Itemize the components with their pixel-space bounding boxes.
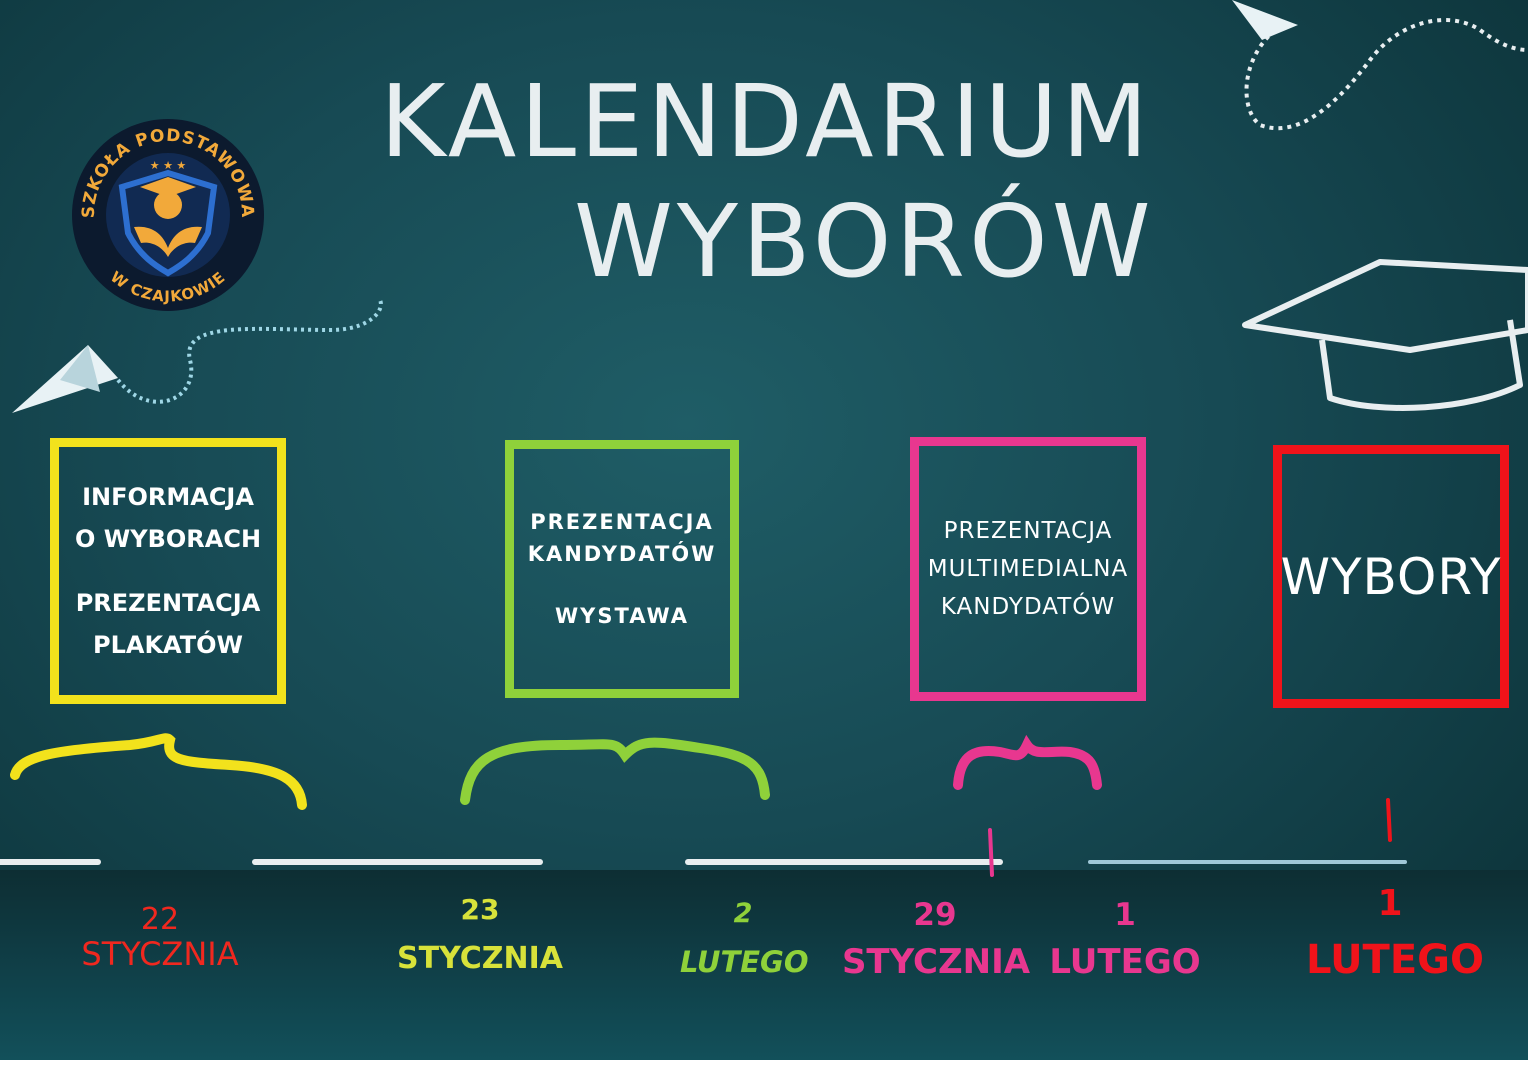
school-logo: ★ ★ ★ SZKOŁA PODSTAWOWA W CZAJKOWIE [72, 119, 264, 311]
event-text: O WYBORACH [74, 525, 262, 553]
event-text: PREZENTACJA [530, 510, 714, 534]
event-box-elections: WYBORY [1273, 445, 1509, 708]
date-month: LUTEGO [1306, 937, 1484, 983]
event-text: KANDYDATÓW [940, 594, 1116, 620]
paper-plane-right-icon [1232, 0, 1298, 40]
student-head-icon [154, 191, 182, 219]
event-text: WYSTAWA [555, 604, 689, 628]
dotted-trail-right [1244, 18, 1528, 131]
shield-icon [118, 169, 218, 277]
mortarboard-icon [140, 177, 196, 197]
date-month: STYCZNIA [81, 935, 239, 973]
date-day: 1 [1114, 897, 1136, 933]
paper-plane-left-fold [60, 345, 100, 392]
title-line-1: KALENDARIUM [380, 63, 1153, 180]
event-text: WYBORY [1280, 547, 1502, 606]
title-line-2: WYBORÓW [574, 183, 1155, 300]
brace-yellow [10, 733, 307, 810]
event-text: KANDYDATÓW [527, 542, 717, 566]
timeline-tick-pink [988, 828, 994, 877]
date-day: 22 [140, 902, 180, 937]
date-month: LUTEGO [1049, 942, 1201, 982]
book-icon [134, 226, 202, 257]
event-text: PREZENTACJA [943, 518, 1113, 544]
date-month: STYCZNIA [841, 942, 1031, 982]
graduation-cap-icon [1242, 259, 1528, 411]
date-day: 23 [460, 893, 500, 926]
brace-green [460, 737, 770, 805]
date-day: 1 [1377, 883, 1403, 924]
timeline-tick-red [1386, 798, 1392, 842]
date-month: STYCZNIA [397, 941, 563, 976]
floor-band [0, 870, 1528, 1060]
event-text: PREZENTACJA [75, 589, 261, 617]
stars-icon: ★ ★ ★ [150, 159, 187, 172]
event-text: PLAKATÓW [92, 631, 243, 659]
brace-pink [953, 734, 1102, 790]
event-box-info: INFORMACJA O WYBORACH PREZENTACJA PLAKAT… [50, 438, 286, 704]
date-day: 29 [913, 897, 957, 933]
event-text: INFORMACJA [82, 483, 254, 511]
date-month: LUTEGO [680, 945, 809, 979]
date-day: 2 [733, 898, 753, 929]
event-box-candidates: PREZENTACJA KANDYDATÓW WYSTAWA [505, 440, 739, 698]
event-box-multimedia: PREZENTACJA MULTIMEDIALNA KANDYDATÓW [910, 437, 1146, 701]
event-text: MULTIMEDIALNA [927, 556, 1129, 582]
dotted-trail-left [116, 299, 383, 404]
